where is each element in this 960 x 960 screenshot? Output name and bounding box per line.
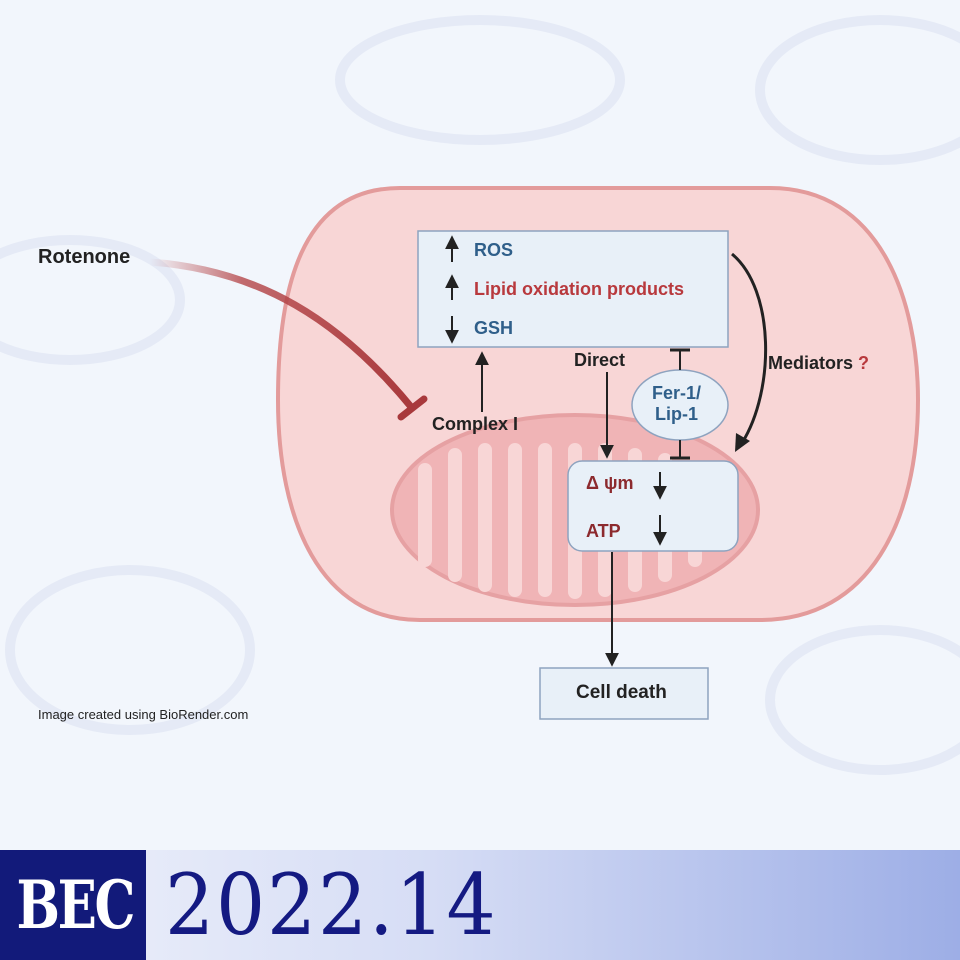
- membrane-potential-box: [567, 460, 739, 552]
- footer-banner: BEC 2022.14: [0, 850, 960, 960]
- ferlip-label: Fer-1/ Lip-1: [652, 383, 702, 424]
- mediators-label: Mediators ?: [768, 353, 870, 373]
- rotenone-label: Rotenone: [38, 246, 131, 268]
- dpsi-label: Δ ψm: [586, 473, 634, 493]
- cell-death-box: [539, 667, 709, 720]
- atp-label: ATP: [586, 521, 621, 541]
- gsh-label: GSH: [474, 318, 514, 338]
- mediators-question: ?: [858, 353, 870, 373]
- rotenone-line: [146, 258, 416, 412]
- pathway-diagram: [146, 186, 921, 720]
- lipid-label: Lipid oxidation products: [474, 279, 684, 299]
- biorender-credit: Image created using BioRender.com: [38, 707, 249, 722]
- issue-number: 2022.14: [165, 856, 498, 954]
- rotenone-block-bar: [397, 395, 428, 421]
- direct-label: Direct: [574, 350, 626, 370]
- journal-badge: BEC: [0, 850, 146, 960]
- ros-label: ROS: [474, 240, 514, 260]
- complex-i-label: Complex I: [432, 414, 519, 434]
- mediators-arrow: [731, 252, 768, 444]
- ros-box: [417, 230, 729, 348]
- cell-death-label: Cell death: [576, 682, 667, 703]
